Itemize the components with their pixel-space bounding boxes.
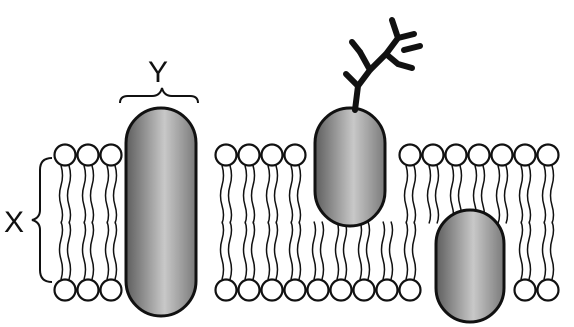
- fatty-acid-tail: [298, 222, 301, 280]
- fatty-acid-tail: [229, 166, 232, 224]
- fatty-acid-tail: [543, 166, 546, 224]
- fatty-acid-tail: [290, 222, 293, 280]
- phospholipid-head: [216, 280, 237, 301]
- fatty-acid-tail: [267, 222, 270, 280]
- fatty-acid-tail: [114, 166, 117, 224]
- phospholipid-head: [101, 145, 122, 166]
- fatty-acid-tail: [390, 222, 393, 280]
- peripheral-protein: [436, 210, 504, 322]
- label-y: Y: [148, 56, 168, 89]
- phospholipid-head: [285, 145, 306, 166]
- fatty-acid-tail: [252, 222, 255, 280]
- x-bracket: [32, 158, 52, 282]
- phospholipid-head: [262, 145, 283, 166]
- glycoprotein: [315, 108, 385, 226]
- phospholipid-head: [400, 280, 421, 301]
- fatty-acid-tail: [252, 166, 255, 224]
- phospholipid-head: [354, 280, 375, 301]
- fatty-acid-tail: [114, 222, 117, 280]
- phospholipid-head: [239, 280, 260, 301]
- fatty-acid-tail: [106, 166, 109, 224]
- fatty-acid-tail: [68, 222, 71, 280]
- transmembrane-protein: [126, 108, 196, 316]
- phospholipid-head: [262, 280, 283, 301]
- phospholipid-head: [377, 280, 398, 301]
- fatty-acid-tail: [83, 166, 86, 224]
- fatty-acid-tail: [313, 222, 316, 280]
- fatty-acid-tail: [275, 166, 278, 224]
- phospholipid-head: [55, 145, 76, 166]
- fatty-acid-tail: [543, 222, 546, 280]
- phospholipid-head: [331, 280, 352, 301]
- fatty-acid-tail: [413, 222, 416, 280]
- fatty-acid-tail: [528, 166, 531, 224]
- fatty-acid-tail: [91, 166, 94, 224]
- phospholipid-head: [538, 280, 559, 301]
- fatty-acid-tail: [405, 222, 408, 280]
- fatty-acid-tail: [428, 166, 431, 224]
- fatty-acid-tail: [229, 222, 232, 280]
- fatty-acid-tail: [298, 166, 301, 224]
- fatty-acid-tail: [91, 222, 94, 280]
- fatty-acid-tail: [244, 222, 247, 280]
- fatty-acid-tail: [244, 166, 247, 224]
- phospholipid-head: [446, 145, 467, 166]
- carbohydrate-chain: [346, 20, 420, 110]
- fatty-acid-tail: [413, 166, 416, 224]
- fatty-acid-tail: [106, 222, 109, 280]
- fatty-acid-tail: [60, 166, 63, 224]
- fatty-acid-tail: [221, 166, 224, 224]
- fatty-acid-tail: [60, 222, 63, 280]
- fatty-acid-tail: [221, 222, 224, 280]
- fatty-acid-tail: [290, 166, 293, 224]
- phospholipid-head: [538, 145, 559, 166]
- phospholipid-head: [515, 145, 536, 166]
- fatty-acid-tail: [528, 222, 531, 280]
- fatty-acid-tail: [275, 222, 278, 280]
- phospholipid-head: [400, 145, 421, 166]
- phospholipid-head: [469, 145, 490, 166]
- label-x: X: [4, 206, 24, 239]
- fatty-acid-tail: [505, 166, 508, 224]
- phospholipid-head: [285, 280, 306, 301]
- phospholipid-head: [239, 145, 260, 166]
- fatty-acid-tail: [436, 166, 439, 224]
- fatty-acid-tail: [68, 166, 71, 224]
- fatty-acid-tail: [83, 222, 86, 280]
- fatty-acid-tail: [520, 222, 523, 280]
- fatty-acid-tail: [367, 222, 370, 280]
- phospholipid-head: [515, 280, 536, 301]
- fatty-acid-tail: [497, 166, 500, 224]
- phospholipid-head: [55, 280, 76, 301]
- phospholipid-head: [308, 280, 329, 301]
- phospholipid-head: [216, 145, 237, 166]
- phospholipid-head: [101, 280, 122, 301]
- fatty-acid-tail: [551, 166, 554, 224]
- fatty-acid-tail: [267, 166, 270, 224]
- fatty-acid-tail: [382, 222, 385, 280]
- fatty-acid-tail: [321, 222, 324, 280]
- phospholipid-head: [492, 145, 513, 166]
- fatty-acid-tail: [336, 222, 339, 280]
- fatty-acid-tail: [344, 222, 347, 280]
- fatty-acid-tail: [359, 222, 362, 280]
- fatty-acid-tail: [520, 166, 523, 224]
- fatty-acid-tail: [405, 166, 408, 224]
- phospholipid-head: [423, 145, 444, 166]
- phospholipid-head: [78, 280, 99, 301]
- fatty-acid-tail: [551, 222, 554, 280]
- phospholipid-head: [78, 145, 99, 166]
- y-bracket: [120, 88, 198, 103]
